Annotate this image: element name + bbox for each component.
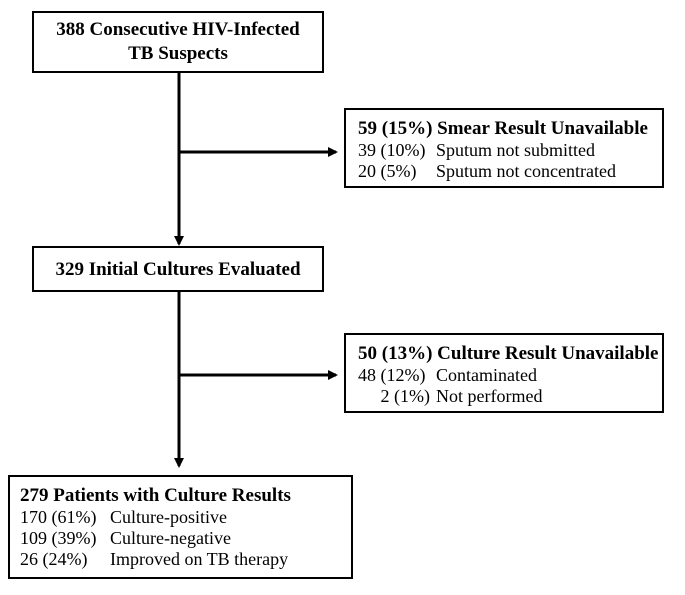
start-box: 388 Consecutive HIV-Infected TB Suspects [32, 11, 324, 73]
exclusion2-row: 2 (1%) Not performed [358, 386, 662, 407]
exclusion2-row-label: Not performed [436, 386, 543, 406]
step2-title: 329 Initial Cultures Evaluated [55, 259, 301, 280]
exclusion2-row-count: 48 (12%) [358, 365, 426, 385]
exclusion1-row-count: 39 (10%) [358, 140, 426, 160]
exclusion1-row: 39 (10%) Sputum not submitted [358, 140, 662, 161]
exclusion1-box: 59 (15%) Smear Result Unavailable 39 (10… [344, 108, 664, 188]
start-line2: TB Suspects [128, 43, 228, 64]
final-row-count: 26 (24%) [20, 549, 88, 569]
step2-box: 329 Initial Cultures Evaluated [32, 246, 324, 292]
exclusion1-title: 59 (15%) Smear Result Unavailable [358, 118, 648, 139]
exclusion1-row: 20 (5%) Sputum not concentrated [358, 161, 662, 182]
final-row-label: Improved on TB therapy [110, 549, 289, 569]
final-box: 279 Patients with Culture Results 170 (6… [8, 475, 353, 579]
start-line1: 388 Consecutive HIV-Infected [56, 19, 300, 40]
exclusion2-box: 50 (13%) Culture Result Unavailable 48 (… [344, 333, 664, 413]
exclusion2-row-count: 2 (1%) [380, 386, 430, 406]
exclusion2-title: 50 (13%) Culture Result Unavailable [358, 343, 659, 364]
final-title: 279 Patients with Culture Results [20, 485, 291, 506]
final-row: 26 (24%) Improved on TB therapy [20, 549, 351, 570]
final-row: 109 (39%) Culture-negative [20, 528, 351, 549]
final-row-count: 170 (61%) [20, 507, 97, 527]
final-row-label: Culture-positive [110, 507, 227, 527]
exclusion1-row-label: Sputum not concentrated [436, 161, 616, 181]
exclusion2-row-label: Contaminated [436, 365, 537, 385]
final-row-count: 109 (39%) [20, 528, 97, 548]
exclusion2-row: 48 (12%) Contaminated [358, 365, 662, 386]
final-row: 170 (61%) Culture-positive [20, 507, 351, 528]
exclusion1-row-label: Sputum not submitted [436, 140, 596, 160]
exclusion1-row-count: 20 (5%) [358, 161, 417, 181]
final-row-label: Culture-negative [110, 528, 231, 548]
